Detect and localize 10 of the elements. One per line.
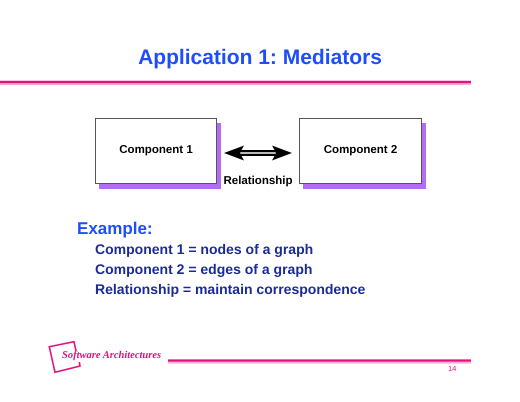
example-line: Component 1 = nodes of a graph (95, 240, 314, 257)
section-heading: Example: (77, 219, 153, 239)
example-line: Relationship = maintain correspondence (95, 280, 366, 297)
example-line: Component 2 = edges of a graph (95, 260, 312, 277)
slide-title: Application 1: Mediators (138, 46, 382, 70)
double-arrow (224, 146, 292, 160)
edge-label: Relationship (224, 175, 292, 188)
footer-text: Software Architectures (62, 350, 162, 362)
node-label: Component 2 (324, 144, 398, 158)
node-label: Component 1 (119, 144, 193, 158)
